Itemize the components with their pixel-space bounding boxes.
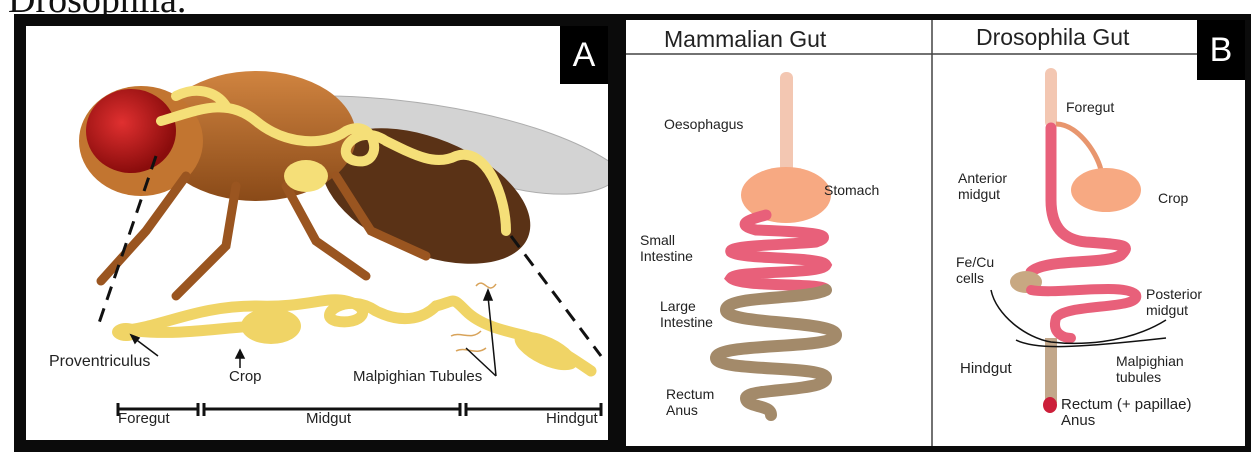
label-anterior-midgut-1: Anterior: [958, 170, 1007, 186]
title-drosophila-gut: Drosophila Gut: [976, 24, 1129, 51]
label-proventriculus: Proventriculus: [49, 353, 150, 371]
label-large-intestine-2: Intestine: [660, 314, 713, 330]
label-small-intestine-2: Intestine: [640, 248, 693, 264]
dros-posterior-midgut: [1031, 289, 1136, 338]
label-dros-crop: Crop: [1158, 190, 1188, 206]
label-midgut: Midgut: [306, 410, 351, 427]
label-posterior-midgut-2: midgut: [1146, 302, 1188, 318]
label-dros-malpighian-2: tubules: [1116, 369, 1161, 385]
fly-crop-inside: [284, 160, 328, 192]
dros-crop: [1071, 168, 1141, 212]
label-dros-hindgut: Hindgut: [960, 361, 1012, 377]
label-foregut: Foregut: [118, 410, 170, 427]
panel-b-gut-comparison: B Mammalian Gut Drosophila Gut Oesophagu…: [620, 14, 1251, 452]
dissected-crop: [241, 308, 301, 344]
label-fecu-cells-1: Fe/Cu: [956, 254, 994, 270]
panel-a-badge: A: [560, 26, 608, 84]
label-anterior-midgut-2: midgut: [958, 186, 1000, 202]
segment-bars: [118, 403, 601, 416]
label-posterior-midgut-1: Posterior: [1146, 286, 1202, 302]
fly-eye: [86, 89, 176, 173]
dros-hindgut: [1045, 338, 1057, 403]
panel-b-badge: B: [1197, 20, 1245, 80]
fly-illustration: [26, 26, 608, 440]
dros-rectum-papillae: [1043, 397, 1057, 413]
label-dros-anus: Anus: [1061, 413, 1095, 429]
label-malpighian-tubules: Malpighian Tubules: [353, 368, 482, 385]
mammal-oesophagus: [780, 72, 793, 182]
label-stomach: Stomach: [824, 182, 879, 198]
label-rectum: Rectum: [666, 386, 714, 402]
label-small-intestine-1: Small: [640, 232, 675, 248]
mammal-large-intestine: [716, 290, 836, 415]
label-dros-foregut: Foregut: [1066, 99, 1114, 115]
label-crop: Crop: [229, 368, 262, 385]
label-dros-rectum: Rectum (+ papillae): [1061, 397, 1191, 413]
dros-crop-duct: [1056, 124, 1101, 170]
label-dros-malpighian-1: Malpighian: [1116, 353, 1184, 369]
label-fecu-cells-2: cells: [956, 270, 984, 286]
label-large-intestine-1: Large: [660, 298, 696, 314]
label-hindgut: Hindgut: [546, 410, 598, 427]
label-anus: Anus: [666, 402, 698, 418]
panel-a-fly-anatomy: A Proventriculus Crop Malpighian Tubules…: [14, 14, 620, 452]
dros-foregut: [1045, 68, 1057, 128]
title-mammalian-gut: Mammalian Gut: [664, 26, 826, 53]
mammal-small-intestine: [731, 215, 826, 290]
label-oesophagus: Oesophagus: [664, 116, 743, 132]
